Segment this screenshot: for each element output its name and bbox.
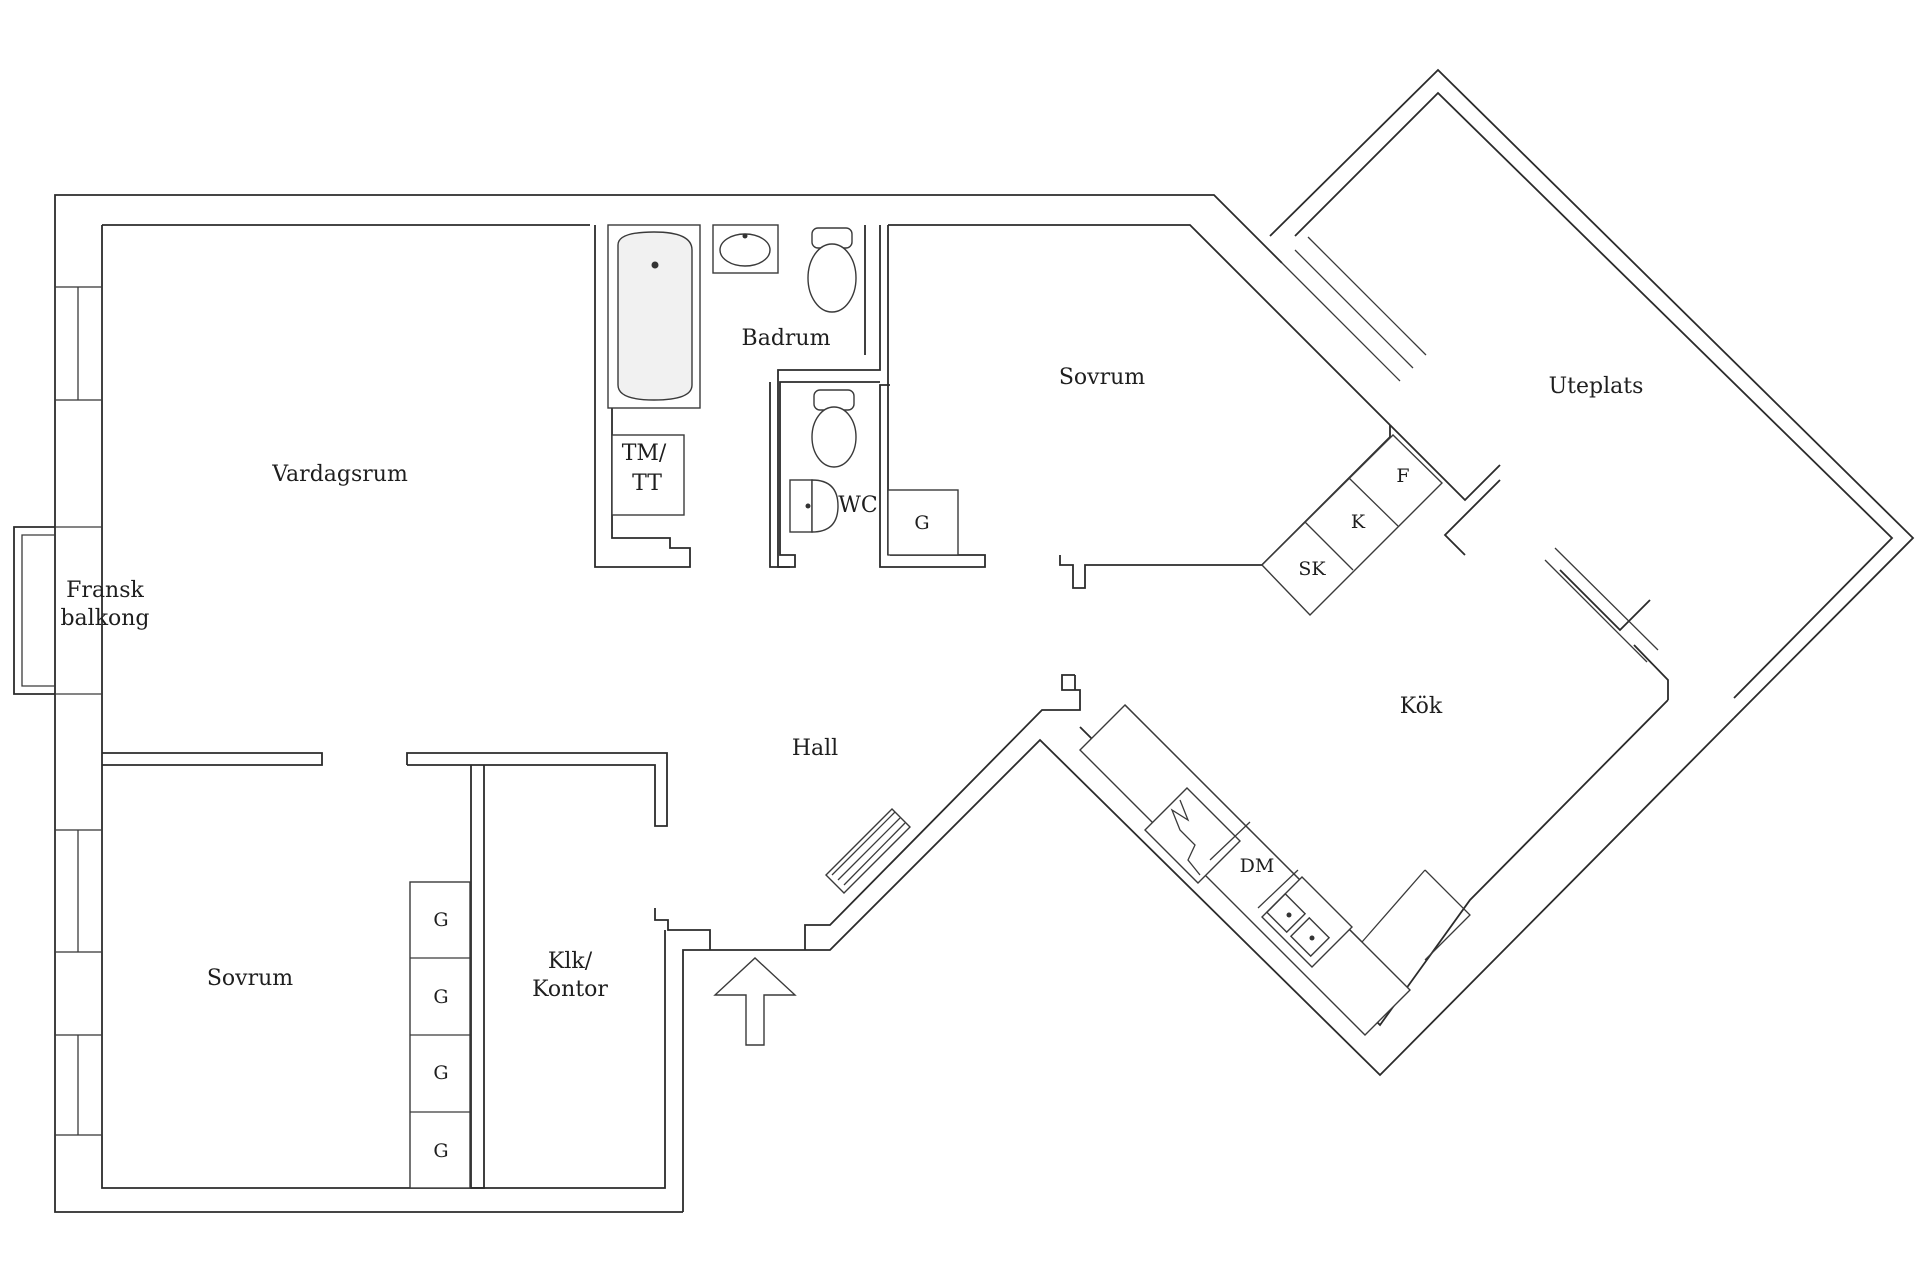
- outer-walls: [54, 68, 1915, 1213]
- fixture-label-dm: DM: [1240, 855, 1275, 877]
- bathtub: [607, 224, 701, 409]
- room-label-sovrum-top: Sovrum: [1059, 365, 1145, 390]
- room-label-kontor: Kontor: [532, 977, 608, 1002]
- hall-walls: [102, 674, 1081, 1189]
- dishwasher: [1209, 821, 1299, 909]
- wardrobes-bottom: [409, 881, 471, 1189]
- wc-sink: [789, 479, 839, 533]
- room-label-sovrum-bottom: Sovrum: [207, 966, 293, 991]
- top-bedroom-walls: [1059, 425, 1391, 589]
- left-windows: [54, 286, 103, 1136]
- fixture-label-k: K: [1351, 511, 1366, 533]
- fixture-label-sk: SK: [1298, 558, 1326, 580]
- bathroom-toilet: [807, 227, 857, 313]
- fixture-label-g2: G: [433, 986, 448, 1008]
- bathroom-walls: [594, 225, 986, 568]
- kitchen-fridge-freezer-unit: [1261, 434, 1443, 617]
- fixture-label-g1: G: [433, 909, 448, 931]
- wc-toilet: [811, 389, 857, 468]
- fixture-label-g3: G: [433, 1062, 448, 1084]
- label-tm: TM/: [622, 441, 667, 466]
- bedroom-terrace-window: [1281, 236, 1427, 382]
- kitchen-sink-icon: [1261, 876, 1353, 968]
- room-label-vardagsrum: Vardagsrum: [271, 462, 408, 487]
- bathroom-sink: [712, 224, 779, 274]
- fixture-label-g-wc: G: [914, 512, 929, 534]
- french-balcony: [13, 526, 102, 695]
- room-label-fransk: Fransk: [66, 578, 144, 603]
- entrance-arrow-icon: [713, 957, 797, 1046]
- room-label-klk: Klk/: [548, 949, 593, 974]
- kitchen-counter: [1079, 704, 1471, 1036]
- wardrobe-top: [887, 489, 959, 556]
- stove-icon: [1144, 787, 1241, 884]
- label-tt: TT: [632, 471, 662, 496]
- radiator: [825, 808, 911, 894]
- fixture-label-f: F: [1396, 465, 1409, 487]
- room-label-uteplats: Uteplats: [1549, 374, 1644, 399]
- room-label-hall: Hall: [792, 736, 838, 761]
- fixture-label-g4: G: [433, 1140, 448, 1162]
- room-label-wc: WC: [838, 493, 877, 518]
- room-label-balkong: balkong: [60, 606, 149, 631]
- room-label-badrum: Badrum: [742, 326, 831, 351]
- room-label-kok: Kök: [1400, 694, 1443, 719]
- washer-dryer-box: [611, 434, 685, 516]
- kitchen-terrace-wall: [1389, 424, 1669, 700]
